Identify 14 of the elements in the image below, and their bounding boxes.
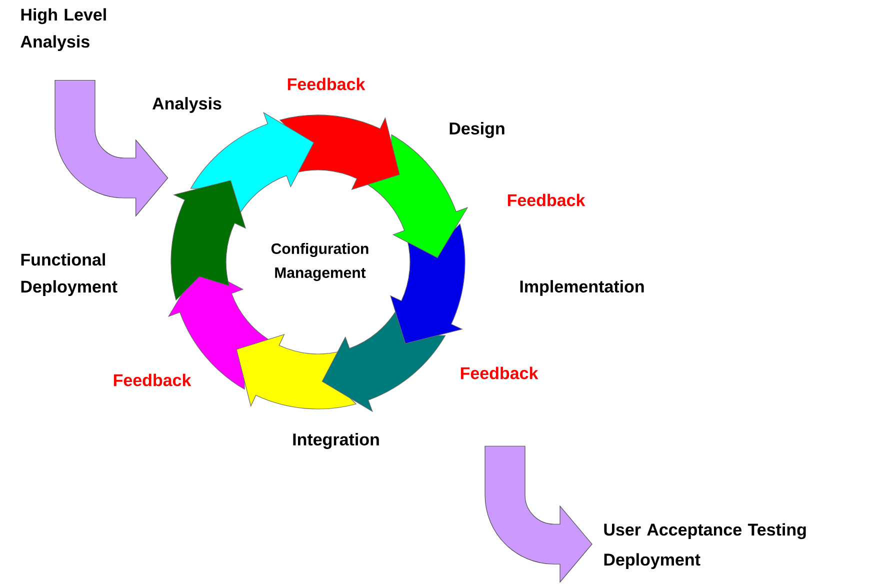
center-text: Configuration Management bbox=[271, 242, 368, 282]
curved-arrow bbox=[484, 446, 592, 582]
phase-label: Analysis bbox=[152, 97, 222, 113]
title-text: High Level Analysis bbox=[20, 8, 106, 52]
outcome-text: User Acceptance Testing Deployment bbox=[604, 523, 806, 570]
phase-label: Implementation bbox=[520, 280, 644, 296]
feedback-label: Feedback bbox=[460, 366, 538, 380]
feedback-label: Feedback bbox=[114, 374, 192, 386]
phase-label: Functional Deployment bbox=[21, 253, 118, 296]
feedback-label: Feedback bbox=[508, 194, 586, 206]
curved-arrow bbox=[54, 80, 168, 216]
phase-label: Integration bbox=[293, 433, 379, 449]
phase-label: Design bbox=[450, 122, 504, 138]
feedback-label: Feedback bbox=[288, 78, 366, 90]
